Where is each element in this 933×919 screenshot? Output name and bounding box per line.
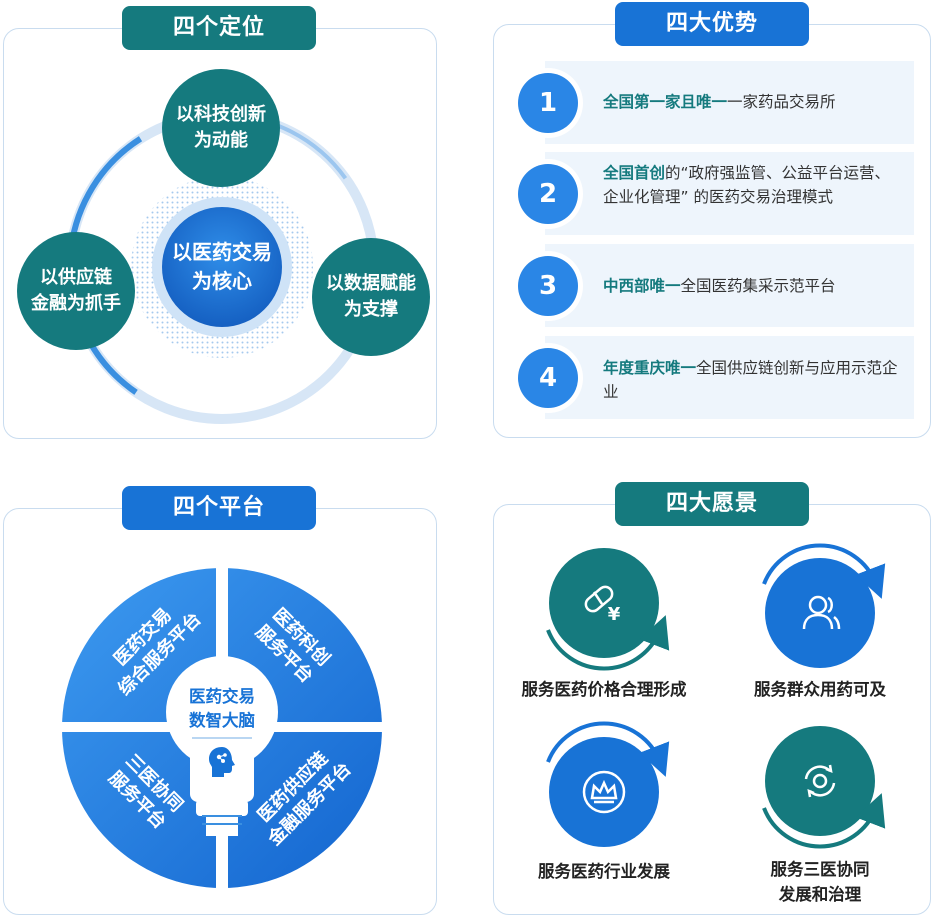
platforms-title: 四个平台 [122,486,316,530]
advantage-number-2: 2 [518,164,578,224]
advantage-number-1: 1 [518,73,578,133]
platforms-disc [55,560,395,900]
brain-head-icon [209,747,235,777]
advantage-text-4: 年度重庆唯一全国供应链创新与应用示范企业 [603,359,898,402]
advantage-highlight-4: 年度重庆唯一 [603,359,697,377]
advantage-number-3: 3 [518,256,578,316]
people-icon [802,595,841,630]
advantage-row-3 [545,244,914,327]
positioning-top-node: 以科技创新 为动能 [162,69,280,187]
advantages-title: 四大优势 [615,2,809,46]
crown-icon [582,770,626,814]
visions-title: 四大愿景 [615,482,809,526]
advantage-row-2 [545,152,914,235]
platform-center-label: 医药交易 数智大脑 [189,687,255,730]
positioning-center: 以医药交易 为核心 [172,240,272,293]
vision-label-3: 服务医药行业发展 [538,862,670,881]
svg-text:¥: ¥ [608,604,621,625]
advantage-highlight-3: 中西部唯一 [603,277,681,295]
advantage-text-1: 全国第一家且唯一一家药品交易所 [603,93,836,111]
positioning-title: 四个定位 [122,6,316,50]
cycle-icon [804,764,836,798]
pill-yuan-icon: ¥ [584,585,621,625]
vision-label-4: 服务三医协同 发展和治理 [770,860,870,904]
advantage-highlight-2: 全国首创 [603,164,666,182]
advantage-number-4: 4 [518,348,578,408]
advantage-text-3: 中西部唯一全国医药集采示范平台 [603,277,836,295]
advantage-text-2: 全国首创的“政府强监管、公益平台运营、企业化管理” 的医药交易治理模式 [603,164,891,207]
advantage-highlight-1: 全国第一家且唯一 [603,93,728,111]
positioning-right-node: 以数据赋能 为支撑 [312,238,430,356]
positioning-left-node: 以供应链 金融为抓手 [17,232,135,350]
vision-label-2: 服务群众用药可及 [754,680,886,699]
advantage-row-4 [545,336,914,419]
advantage-row-1 [545,61,914,144]
vision-label-1: 服务医药价格合理形成 [521,680,687,699]
